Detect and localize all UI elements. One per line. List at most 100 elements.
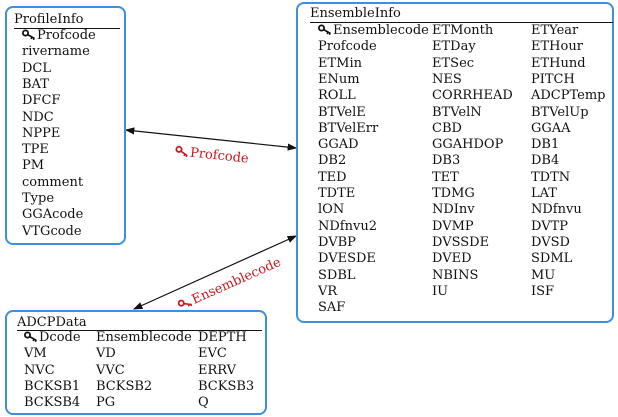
- attribute-label: DVMP: [432, 218, 474, 234]
- key-icon: [318, 23, 333, 38]
- attribute-label: GGAcode: [22, 207, 84, 223]
- relation-line-ensemblecode: [132, 235, 298, 310]
- attribute-label: NDC: [22, 109, 54, 125]
- attribute: Profcode: [318, 39, 377, 55]
- attribute: ETMonth: [432, 23, 493, 39]
- relation-label-ensemblecode: Ensemblecode: [176, 255, 283, 314]
- attribute-label: DVESDE: [318, 251, 376, 267]
- attribute: MU: [531, 268, 555, 284]
- attribute-label: TDTN: [531, 169, 571, 185]
- attribute: BCKSB4: [24, 395, 80, 411]
- attribute-label: BTVelUp: [531, 104, 589, 120]
- attribute-label: DVBP: [318, 234, 356, 250]
- attribute-label: BTVelN: [432, 104, 482, 120]
- attribute: VM: [24, 346, 47, 362]
- relation-label-profcode: Profcode: [174, 144, 249, 167]
- attribute-label: TPE: [22, 142, 49, 158]
- attribute-label: DVSSDE: [432, 234, 490, 250]
- attribute: LAT: [531, 186, 557, 202]
- attribute-label: Ensemblecode: [96, 330, 192, 345]
- attribute: DVTP: [531, 219, 568, 235]
- key-icon: [22, 28, 37, 43]
- attribute: ETDay: [432, 39, 476, 55]
- relation-line-profcode: [124, 127, 298, 151]
- attribute-label: TET: [432, 169, 459, 185]
- attribute-label: GGAA: [531, 120, 571, 136]
- attribute-label: NPPE: [22, 125, 61, 141]
- attribute-label: BTVelE: [318, 104, 366, 120]
- attribute: TDMG: [432, 186, 475, 202]
- attribute: ETMin: [318, 56, 362, 72]
- attribute: DB1: [531, 137, 559, 153]
- attribute-label: BCKSB3: [198, 378, 255, 394]
- attribute: BTVelUp: [531, 105, 589, 121]
- attribute: ENum: [318, 72, 360, 88]
- attribute: DCL: [22, 61, 51, 77]
- attribute-label: ETYear: [531, 23, 579, 38]
- attribute-label: DFCF: [22, 93, 61, 109]
- attribute-label: TDTE: [318, 186, 356, 201]
- attribute: GGAHDOP: [432, 137, 503, 153]
- attribute: ADCPTemp: [531, 88, 606, 104]
- attribute-label: DB2: [318, 153, 347, 169]
- attribute-label: SAF: [318, 300, 346, 316]
- attribute: NDC: [22, 110, 54, 126]
- attribute: NDfnvu2: [318, 219, 377, 235]
- attribute-label: lON: [318, 202, 345, 218]
- attribute-label: PITCH: [531, 71, 575, 87]
- attribute: DVESDE: [318, 251, 376, 267]
- attribute: DVSSDE: [432, 235, 489, 251]
- attribute-label: NBINS: [432, 267, 479, 283]
- attribute-label: NDInv: [432, 202, 475, 218]
- attribute-label: NDfnvu: [531, 202, 582, 218]
- attribute: comment: [22, 175, 83, 191]
- attribute: rivername: [22, 44, 90, 60]
- attribute: PM: [22, 158, 44, 174]
- attribute: DB3: [432, 153, 460, 169]
- attribute-label: TDMG: [432, 186, 475, 201]
- attribute-label: DB4: [531, 153, 560, 169]
- entity-divider: [310, 22, 613, 23]
- attribute-label: PM: [22, 158, 45, 174]
- attribute: CBD: [432, 121, 462, 137]
- primary-key-attribute: Ensemblecode: [318, 23, 429, 39]
- attribute: NPPE: [22, 126, 60, 142]
- attribute: VTGcode: [22, 224, 82, 240]
- attribute-label: DEPTH: [198, 330, 247, 345]
- attribute-label: VTGcode: [22, 223, 82, 239]
- attribute-label: VD: [96, 346, 116, 362]
- attribute: DVED: [432, 251, 472, 267]
- attribute-label: CORRHEAD: [432, 88, 513, 104]
- attribute: NDfnvu: [531, 202, 582, 218]
- attribute: ERRV: [198, 363, 236, 379]
- primary-key-attribute: Profcode: [22, 28, 96, 44]
- attribute-label: ETMin: [318, 55, 363, 71]
- attribute-label: Dcode: [39, 330, 81, 345]
- attribute: DVSD: [531, 235, 570, 251]
- attribute: BCKSB1: [24, 379, 80, 395]
- attribute: DEPTH: [198, 330, 247, 346]
- attribute: TET: [432, 170, 459, 186]
- attribute-label: Ensemblecode: [333, 23, 429, 38]
- attribute: ETSec: [432, 56, 474, 72]
- attribute: BTVelE: [318, 105, 366, 121]
- attribute-label: DB1: [531, 137, 560, 153]
- attribute: SAF: [318, 300, 345, 316]
- attribute-label: Type: [22, 191, 55, 206]
- attribute: Ensemblecode: [96, 330, 192, 346]
- entity-divider: [14, 28, 120, 29]
- attribute: lON: [318, 202, 344, 218]
- attribute: Q: [198, 395, 209, 411]
- attribute: DVMP: [432, 219, 474, 235]
- attribute: DB4: [531, 153, 559, 169]
- attribute: TED: [318, 170, 347, 186]
- entity-title: EnsembleInfo: [310, 6, 401, 21]
- attribute-label: Profcode: [318, 39, 377, 55]
- attribute-label: GGAD: [318, 137, 359, 153]
- attribute: ETYear: [531, 23, 578, 39]
- attribute-label: rivername: [22, 44, 90, 60]
